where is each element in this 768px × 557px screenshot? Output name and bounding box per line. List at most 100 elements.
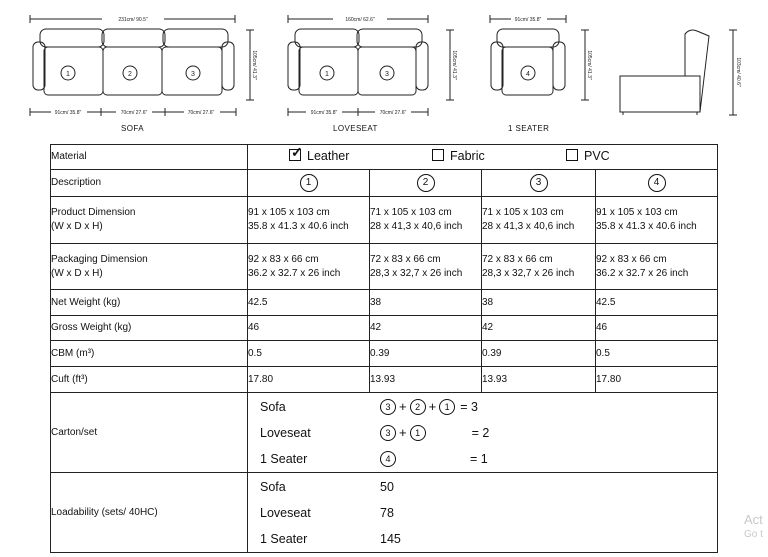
carton-part-2: 2: [409, 399, 426, 415]
loadability-label: Loadability (sets/ 40HC): [50, 472, 248, 553]
net-weight-value: 42.5: [247, 289, 370, 316]
loadability-details: Sofa 50 Loveseat 78 1 Seater 145: [247, 472, 718, 553]
material-option-leather[interactable]: ✓Leather: [289, 145, 349, 163]
product-dim-cm: 91 x 105 x 103 cm: [596, 207, 678, 218]
furniture-drawings: 231cm/ 90.5" 1 2 3 105cm/ 41.3" 91cm/ 35…: [29, 14, 741, 116]
material-options: ✓Leather Fabric PVC: [247, 144, 718, 170]
item-number-2: 2: [416, 174, 435, 192]
loadability-one-seater: 1 Seater 145: [248, 526, 717, 552]
carton-row: Carton/set Sofa 3+ 2+ 1 = 3 Loveseat 3+ …: [50, 392, 718, 473]
fabric-label: Fabric: [450, 149, 485, 163]
sofa-depth-dim: 105cm/ 41.3": [251, 50, 257, 80]
cbm-row: CBM (m³) 0.5 0.39 0.39 0.5: [50, 340, 718, 367]
loveseat-seat-3: 3: [385, 71, 389, 78]
packaging-dim-inch: 36.2 x 32.7 x 26 inch: [596, 267, 689, 279]
carton-part-1: 1: [409, 425, 426, 441]
pvc-checkbox[interactable]: [566, 149, 578, 161]
carton-part-3: 3: [380, 399, 396, 415]
side-view-drawing: 103cm/ 40.6": [619, 29, 741, 116]
carton-one-seater: 1 Seater 4 = 1: [248, 446, 717, 472]
carton-part-4: 4: [380, 451, 396, 467]
one-seater-overall-dim: 91cm/ 35.8": [515, 17, 542, 23]
item-number-4: 4: [647, 174, 666, 192]
fabric-checkbox[interactable]: [432, 149, 444, 161]
carton-label: Carton/set: [50, 392, 248, 473]
carton-part-1: 1: [439, 399, 456, 415]
gross-weight-value: 46: [595, 315, 718, 341]
description-label: Description: [50, 169, 248, 197]
checkmark-icon: ✓: [291, 144, 303, 160]
sofa-seat-1: 1: [66, 71, 70, 78]
sofa-seat-3: 3: [191, 71, 195, 78]
packaging-dim-cm: 72 x 83 x 66 cm: [482, 253, 553, 265]
material-label: Material: [50, 144, 248, 170]
sofa-seg-left: 91cm/ 35.8": [55, 110, 82, 116]
sofa-drawing: 231cm/ 90.5" 1 2 3 105cm/ 41.3" 91cm/ 35…: [29, 14, 257, 116]
activation-watermark: Act Go t: [744, 512, 768, 540]
loveseat-seg-left: 91cm/ 35.8": [311, 110, 338, 116]
material-option-fabric[interactable]: Fabric: [432, 149, 485, 163]
product-dim-cm: 71 x 105 x 103 cm: [482, 207, 564, 218]
packaging-dim-cm: 72 x 83 x 66 cm: [370, 253, 441, 265]
cuft-value: 17.80: [595, 366, 718, 393]
product-dim-inch: 35.8 x 41.3 x 40.6 inch: [596, 221, 697, 232]
cbm-value: 0.5: [595, 340, 718, 367]
carton-sofa-total: = 3: [460, 400, 478, 414]
pvc-label: PVC: [584, 149, 610, 163]
loveseat-seat-1: 1: [325, 71, 329, 78]
gross-weight-label: Gross Weight (kg): [50, 315, 248, 341]
net-weight-label: Net Weight (kg): [50, 289, 248, 316]
loadability-row: Loadability (sets/ 40HC) Sofa 50 Lovesea…: [50, 472, 718, 553]
product-dim-inch: 35.8 x 41.3 x 40.6 inch: [248, 221, 349, 232]
cuft-row: Cuft (ft³) 17.80 13.93 13.93 17.80: [50, 366, 718, 393]
cuft-label: Cuft (ft³): [50, 366, 248, 393]
cbm-value: 0.39: [369, 340, 482, 367]
product-dim-cm: 91 x 105 x 103 cm: [248, 207, 330, 218]
sofa-seg-right: 70cm/ 27.6": [188, 110, 215, 116]
sofa-overall-dim: 231cm/ 90.5": [118, 17, 148, 23]
net-weight-value: 38: [481, 289, 596, 316]
product-dimension-sublabel: (W x D x H): [51, 221, 103, 232]
watermark-line-1: Act: [744, 512, 763, 527]
cbm-value: 0.39: [481, 340, 596, 367]
carton-loveseat-total: = 2: [471, 426, 490, 440]
loadability-sofa-value: 50: [380, 480, 394, 494]
loadability-sofa: Sofa 50: [248, 474, 717, 500]
loveseat-seg-right: 70cm/ 27.6": [380, 110, 407, 116]
leather-checkbox[interactable]: ✓: [289, 145, 303, 161]
product-dim-inch: 28 x 41,3 x 40,6 inch: [370, 221, 463, 232]
cbm-label: CBM (m³): [50, 340, 248, 367]
net-weight-row: Net Weight (kg) 42.5 38 38 42.5: [50, 289, 718, 316]
loveseat-drawing: 160cm/ 62.6" 1 3 105cm/ 41.3" 91cm/ 35.8…: [287, 14, 457, 116]
one-seater-label: 1 SEATER: [508, 124, 550, 133]
sofa-seat-2: 2: [128, 71, 132, 78]
carton-loveseat-name: Loveseat: [260, 426, 311, 440]
net-weight-value: 42.5: [595, 289, 718, 316]
product-dim-inch: 28 x 41,3 x 40,6 inch: [482, 221, 575, 232]
material-option-pvc[interactable]: PVC: [566, 149, 610, 163]
packaging-dim-inch: 28,3 x 32,7 x 26 inch: [482, 267, 575, 279]
loadability-loveseat-name: Loveseat: [260, 506, 311, 520]
watermark-line-2: Go t: [744, 529, 763, 540]
carton-details: Sofa 3+ 2+ 1 = 3 Loveseat 3+ 1 = 2 1 Sea…: [247, 392, 718, 473]
gross-weight-value: 42: [481, 315, 596, 341]
one-seater-seat-4: 4: [526, 71, 530, 78]
item-number-1: 1: [299, 174, 318, 192]
loveseat-depth-dim: 105cm/ 41.3": [451, 50, 457, 80]
gross-weight-row: Gross Weight (kg) 46 42 42 46: [50, 315, 718, 341]
loadability-one-seater-value: 145: [380, 532, 401, 546]
packaging-dim-inch: 28,3 x 32,7 x 26 inch: [370, 267, 463, 279]
packaging-dimension-sublabel: (W x D x H): [51, 267, 103, 279]
loadability-loveseat: Loveseat 78: [248, 500, 717, 526]
packaging-dim-inch: 36.2 x 32.7 x 26 inch: [248, 267, 341, 279]
carton-one-seater-total: = 1: [470, 452, 488, 466]
description-row: Description 1 2 3 4: [50, 169, 718, 197]
spec-table: Material ✓Leather Fabric PVC Description…: [50, 144, 718, 553]
loadability-one-seater-name: 1 Seater: [260, 532, 308, 546]
cuft-value: 13.93: [481, 366, 596, 393]
gross-weight-value: 42: [369, 315, 482, 341]
carton-part-3: 3: [380, 425, 396, 441]
carton-sofa: Sofa 3+ 2+ 1 = 3: [248, 394, 717, 420]
carton-loveseat: Loveseat 3+ 1 = 2: [248, 420, 717, 446]
product-dim-cm: 71 x 105 x 103 cm: [370, 207, 452, 218]
